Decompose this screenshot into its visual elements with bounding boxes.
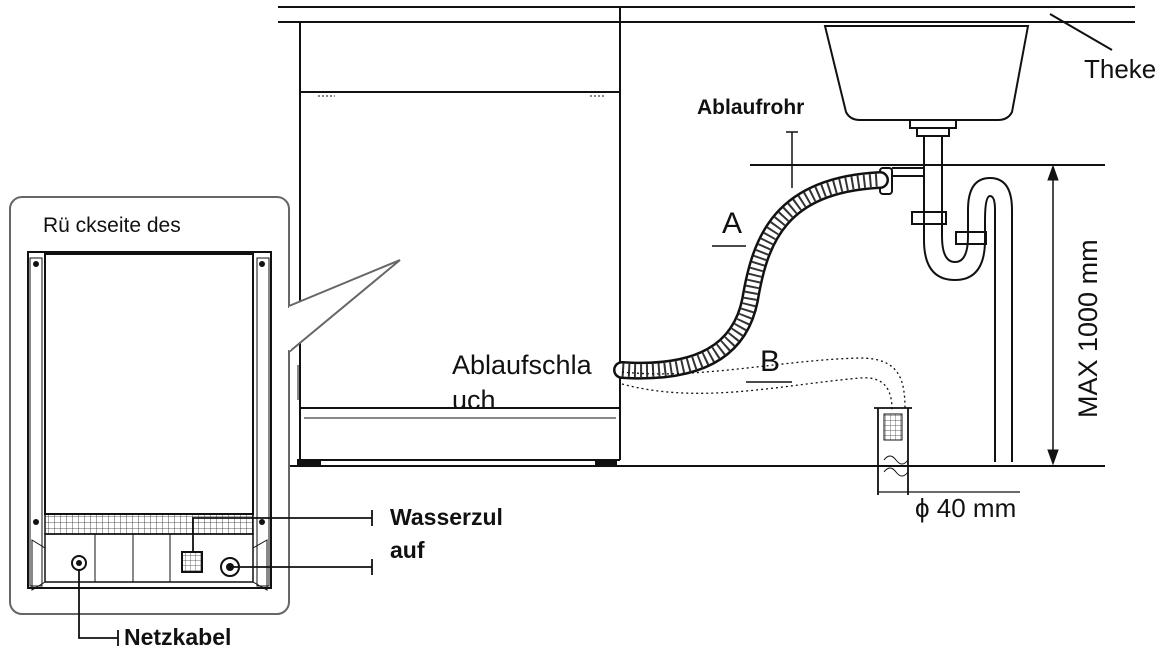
label-route-a: A xyxy=(722,207,743,240)
leader-lines xyxy=(712,131,798,383)
label-water-inlet-line1: Wasserzul xyxy=(390,504,503,530)
label-max-height: MAX 1000 mm xyxy=(1073,239,1103,418)
standpipe xyxy=(874,407,912,495)
label-route-b: B xyxy=(760,345,781,378)
max-height-dimension xyxy=(1047,164,1059,466)
drain-hose-route-a-inner xyxy=(615,173,887,378)
rear-view-panel xyxy=(9,196,401,615)
label-water-inlet-line2: auf xyxy=(390,537,425,563)
label-drain-pipe: Ablaufrohr xyxy=(697,96,805,119)
inset-leader-lines xyxy=(78,510,373,646)
label-power-cable: Netzkabel xyxy=(124,624,232,650)
label-diameter: ϕ 40 mm xyxy=(915,493,1017,523)
label-counter: Theke xyxy=(1084,54,1157,84)
siphon-trap xyxy=(879,167,1013,462)
counter-top xyxy=(278,6,1135,51)
label-drain-hose-line1: Ablaufschla xyxy=(452,350,592,380)
sink xyxy=(823,25,1030,168)
label-back-side: Rü ckseite des xyxy=(43,214,181,237)
water-inlet-connector xyxy=(181,551,203,573)
dishwasher xyxy=(297,8,621,467)
label-drain-hose-line2: uch xyxy=(452,385,496,408)
